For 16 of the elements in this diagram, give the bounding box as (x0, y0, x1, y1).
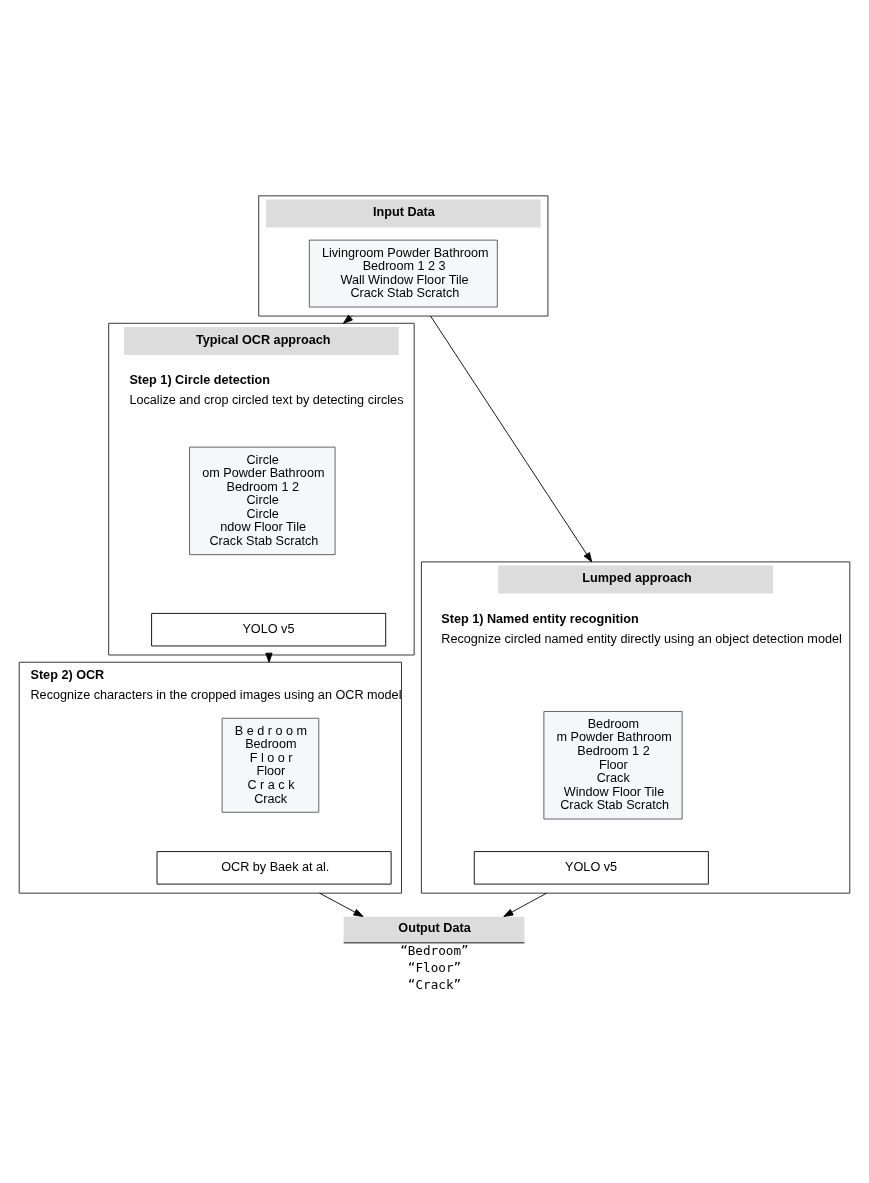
node-box: OCR by Baek at al. (156, 851, 392, 885)
node-label: “Crack” (407, 977, 462, 993)
node-text: Step 1) Circle detection Localize and crop circled text by detecting circles (129, 373, 404, 407)
node-label: “Bedroom” (400, 942, 469, 958)
node-box: YOLO v5 (151, 612, 387, 647)
node-box: Livingroom Powder Bathroom Bedroom 1 2 3 Wall Window Floor Tile Crack Stab Scratch (308, 239, 498, 308)
node-box: Circle om Powder Bathroom Bedroom 1 2 Circle Circle ndow Floor Tile Crack Stab Scratch (189, 446, 336, 556)
arrow (430, 315, 593, 563)
node-box: YOLO v5 (473, 851, 709, 885)
node-text: Step 1) Named entity recognition Recognize circled named entity directly using an object detection model (441, 611, 842, 646)
arrow (343, 314, 353, 324)
node-label: “Floor” (407, 959, 462, 975)
arrow (503, 892, 548, 917)
node-box: B e d r o o m Bedroom F l o o r Floor C r a c k Crack (221, 717, 320, 813)
node-box: Bedroom m Powder Bathroom Bedroom 1 2 Floor Crack Window Floor Tile Crack Stab Scratch (543, 711, 683, 820)
arrow (319, 892, 364, 917)
